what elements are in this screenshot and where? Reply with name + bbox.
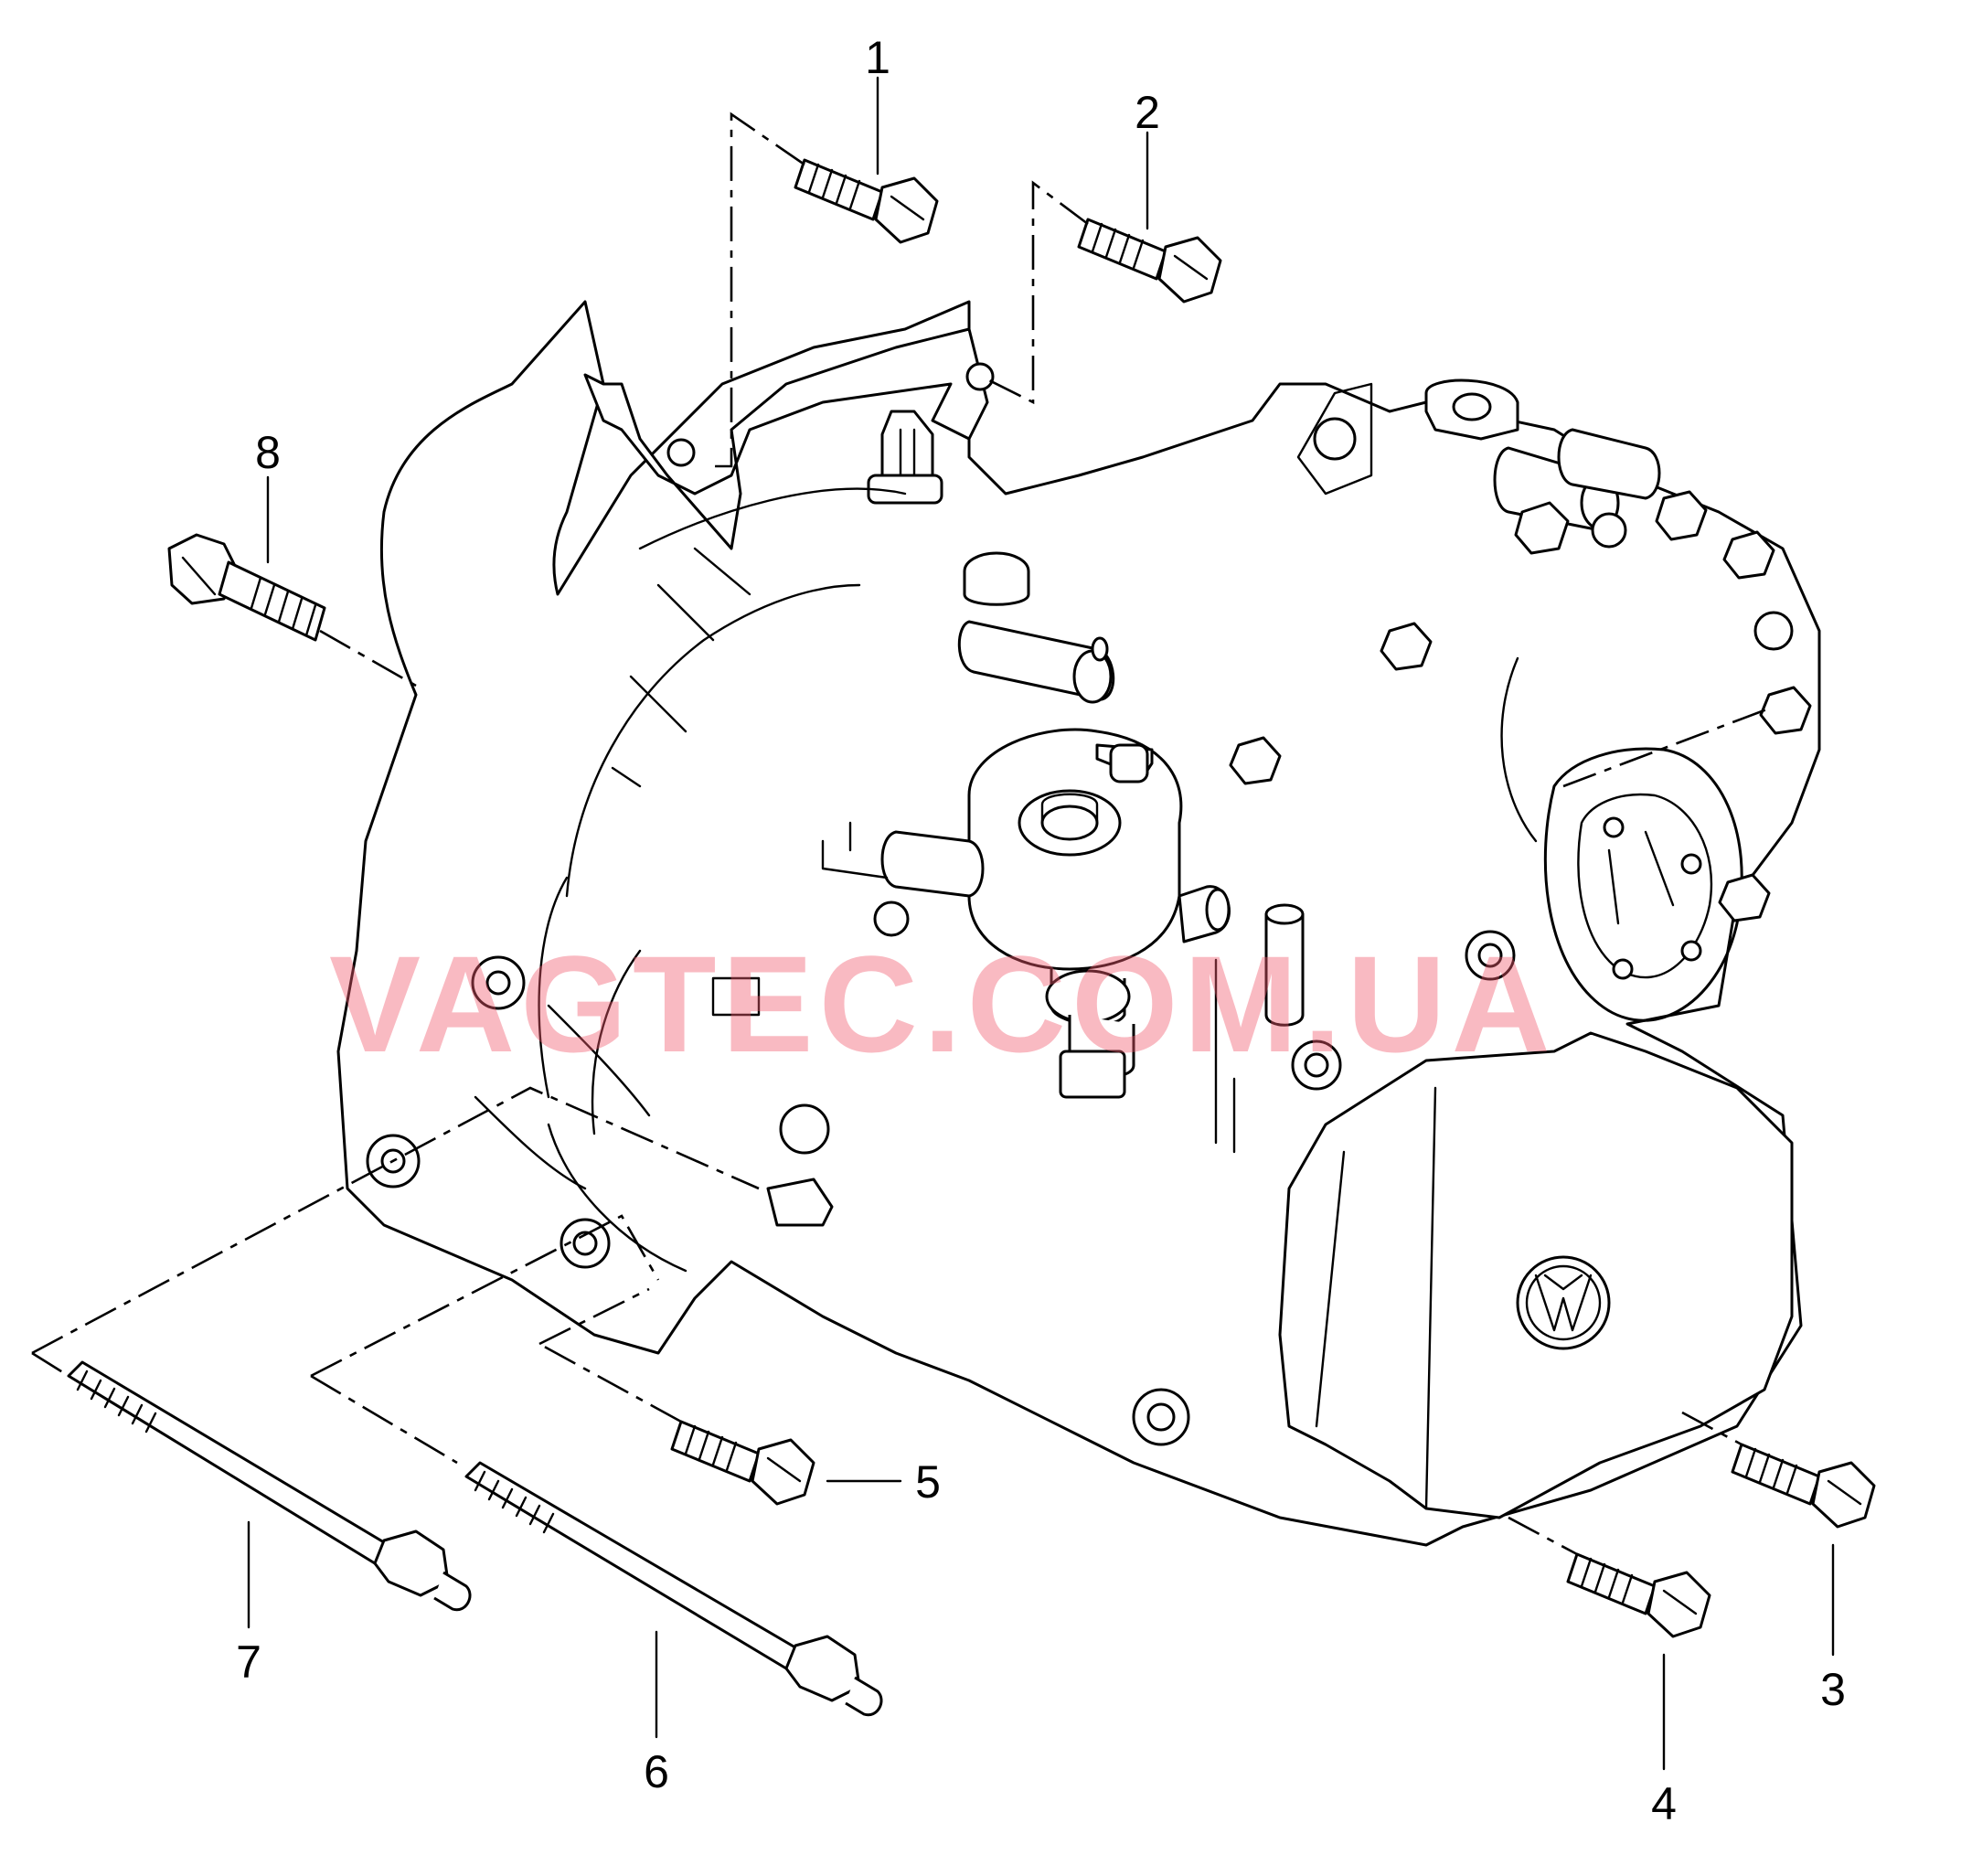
callout-labels: 1 2 3 4 5 6 7 8 — [236, 32, 1846, 1829]
bolt-8 — [167, 533, 326, 642]
stud-bolt-6 — [464, 1461, 883, 1717]
callout-6: 6 — [644, 1746, 669, 1797]
bolt-2 — [1077, 218, 1222, 304]
bolt-1 — [794, 158, 939, 244]
callout-8: 8 — [255, 427, 281, 478]
callout-5: 5 — [915, 1456, 941, 1508]
stud-bolt-7 — [67, 1360, 472, 1612]
gearbox-housing — [336, 300, 1821, 1547]
bolt-5 — [670, 1420, 815, 1506]
callout-2: 2 — [1135, 87, 1160, 138]
bolt-3 — [1731, 1443, 1876, 1529]
watermark-text: VAGTEC.COM.UA — [329, 927, 1556, 1081]
vw-emblem — [1516, 1255, 1611, 1350]
callout-3: 3 — [1820, 1664, 1846, 1715]
callout-4: 4 — [1651, 1778, 1677, 1829]
callout-7: 7 — [236, 1636, 261, 1688]
callout-1: 1 — [865, 32, 890, 83]
assembly-lines — [31, 112, 1770, 1556]
callout-leaders — [247, 76, 1835, 1771]
bolt-4 — [1566, 1552, 1711, 1638]
